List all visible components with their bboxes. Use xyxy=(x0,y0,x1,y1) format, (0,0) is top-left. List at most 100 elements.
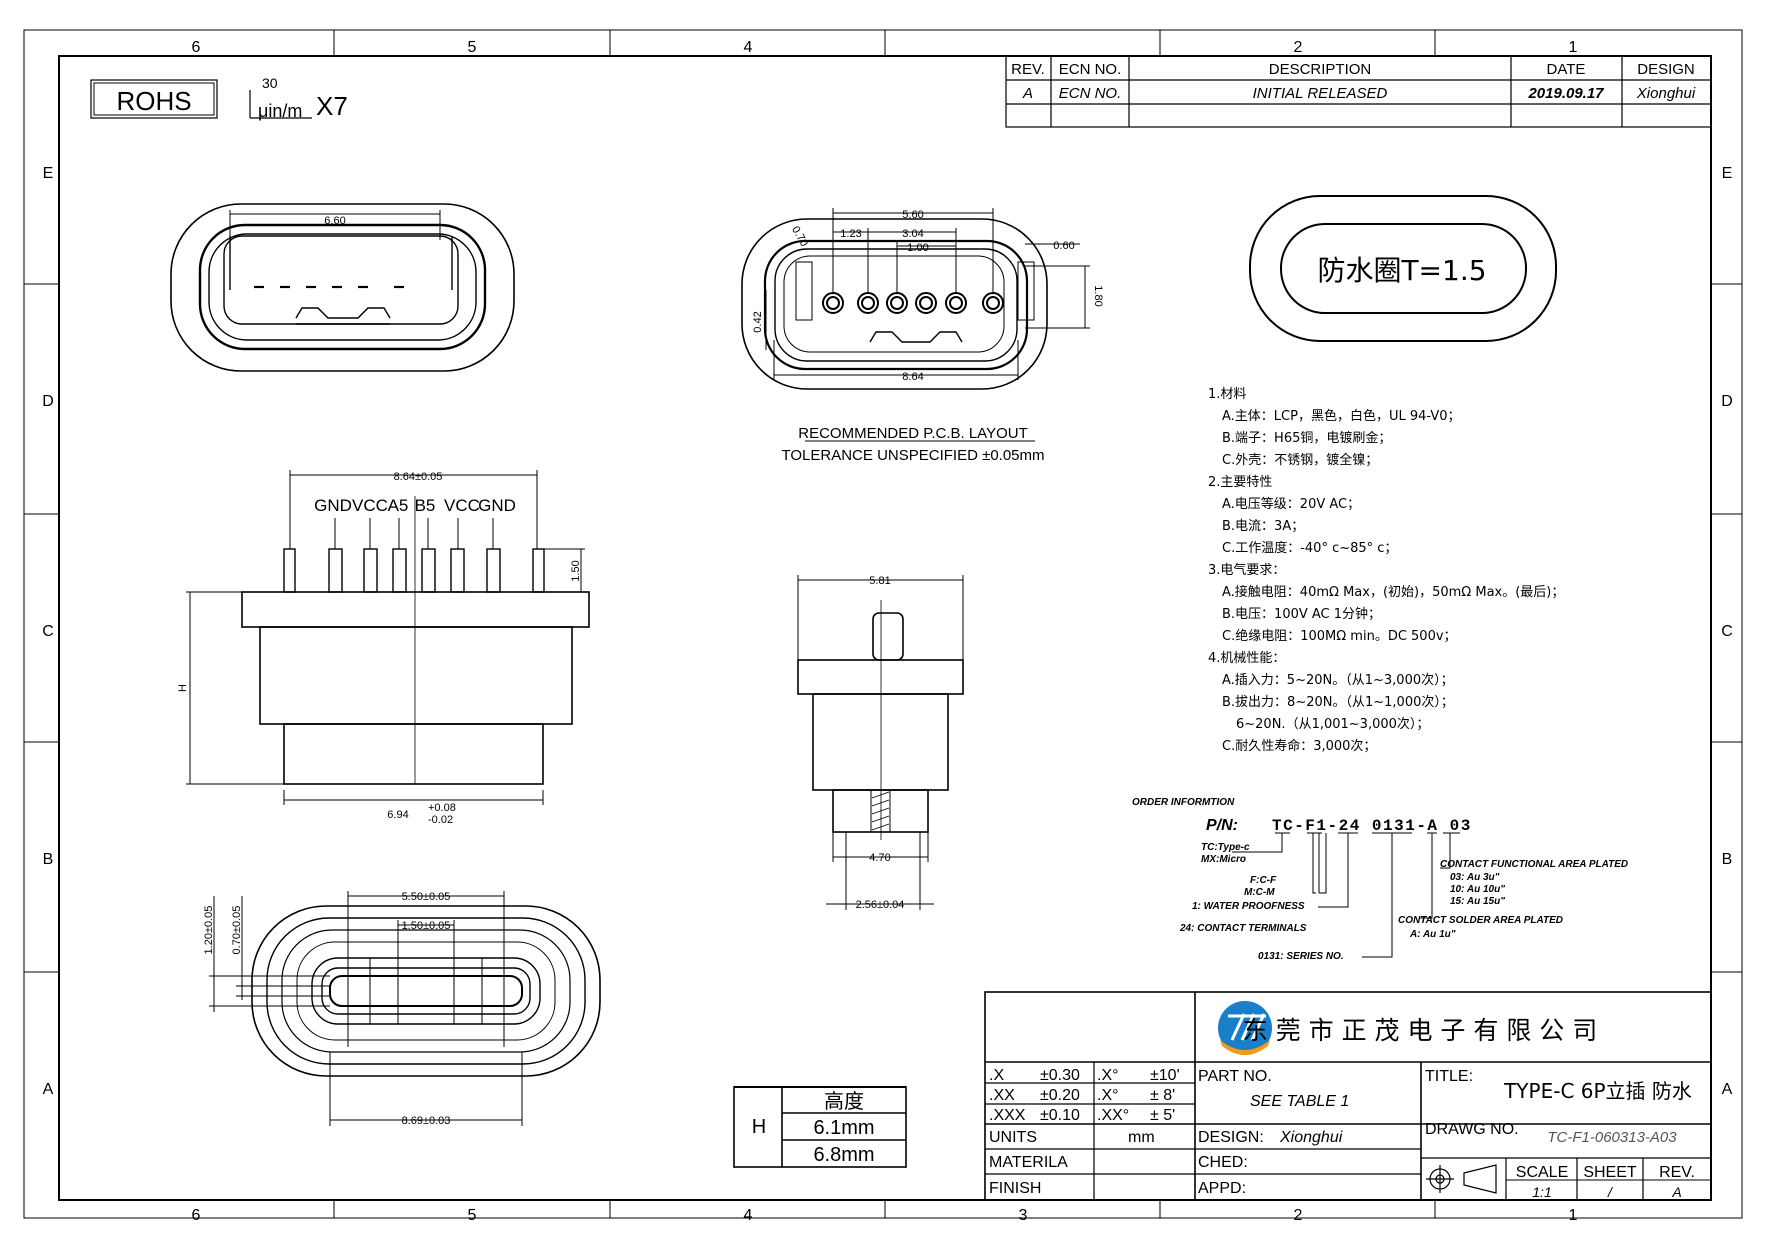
zone-col-2: 2 xyxy=(1294,39,1303,56)
zone-col-3-bottom: 3 xyxy=(1019,1207,1028,1224)
order-note: CONTACT FUNCTIONAL AREA PLATED xyxy=(1440,859,1628,870)
zone-col-4: 4 xyxy=(744,39,753,56)
part-no-value: SEE TABLE 1 xyxy=(1250,1093,1349,1110)
order-information: ORDER INFORMTION P/N: TC-F1-24 0131-A 03… xyxy=(1132,797,1628,962)
zone-col-2-bottom: 2 xyxy=(1294,1207,1303,1224)
zone-row-e: E xyxy=(43,165,54,182)
ched-label: CHED: xyxy=(1198,1154,1248,1171)
zone-row-e-right: E xyxy=(1722,165,1733,182)
zone-row-a: A xyxy=(43,1081,54,1098)
bottom-dim-left1: 1.20±0.05 xyxy=(203,906,215,955)
height-table xyxy=(733,1086,907,1168)
tol-xx3: .XXX xyxy=(989,1107,1026,1124)
front-dim-bottom: 6.94 xyxy=(387,809,408,821)
zone-col-6: 6 xyxy=(192,39,201,56)
sheet-value: / xyxy=(1607,1184,1614,1200)
rev-header-date: DATE xyxy=(1547,61,1586,78)
design-value: Xionghui xyxy=(1279,1129,1343,1146)
design-label: DESIGN: xyxy=(1198,1129,1264,1146)
company-logo xyxy=(1218,1001,1272,1055)
zone-col-5: 5 xyxy=(468,39,477,56)
zone-row-d-right: D xyxy=(1721,393,1733,410)
order-note: 24: CONTACT TERMINALS xyxy=(1179,923,1307,934)
tol-xx1: .X xyxy=(989,1067,1004,1084)
order-note: 10: Au 10u" xyxy=(1450,884,1505,895)
units-value: mm xyxy=(1128,1129,1155,1146)
gasket-label: 防水圈T=1.5 xyxy=(1317,254,1486,287)
title-label: TITLE: xyxy=(1425,1068,1473,1085)
spec-line: 1.材料 xyxy=(1208,387,1246,402)
drawg-label: DRAWG NO. xyxy=(1425,1121,1519,1138)
zone-col-4-bottom: 4 xyxy=(744,1207,753,1224)
height-table-h: H xyxy=(752,1116,766,1138)
bottom-dim-left2: 0.70±0.05 xyxy=(231,906,243,955)
rev-header-ecn: ECN NO. xyxy=(1059,61,1122,78)
rev-value-design: Xionghui xyxy=(1636,85,1696,102)
spec-line: B.拔出力：8~20N。（从1~1,000次）； xyxy=(1222,694,1454,710)
company-name: 东 莞 市 正 茂 电 子 有 限 公 司 xyxy=(1243,1016,1597,1045)
front-dim-h: H xyxy=(177,684,189,692)
rev-value: A xyxy=(1671,1184,1681,1200)
zone-ticks xyxy=(24,30,1742,1218)
sheet-label: SHEET xyxy=(1583,1164,1637,1181)
pcb-dim-d: 0.60 xyxy=(1053,240,1074,252)
bottom-dim-top: 5.50±0.05 xyxy=(402,891,451,903)
pcb-caption-line1: RECOMMENDED P.C.B. LAYOUT xyxy=(798,425,1027,442)
tol-ang3: .XX° xyxy=(1097,1107,1129,1124)
rohs-label: ROHS xyxy=(116,86,191,116)
front-pin-label-a5: A5 xyxy=(388,496,409,515)
pcb-dim-f: 0.42 xyxy=(752,311,764,332)
spec-line: A.插入力：5~20N。（从1~3,000次）； xyxy=(1222,672,1454,688)
drawing-title: TYPE-C 6P立插 防水 xyxy=(1503,1079,1692,1103)
spec-line: B.端子：H65铜，电镀刷金； xyxy=(1222,430,1391,446)
spec-line: 4.机械性能： xyxy=(1208,651,1285,666)
scale-label: SCALE xyxy=(1516,1164,1568,1181)
tol-ang1: .X° xyxy=(1097,1067,1119,1084)
rohs-box-inner xyxy=(93,82,215,116)
order-note: CONTACT SOLDER AREA PLATED xyxy=(1398,915,1563,926)
drawing-number: TC-F1-060313-A03 xyxy=(1547,1129,1677,1146)
front-dim-bottom-tol-up: +0.08 xyxy=(428,802,456,814)
spec-line: 3.电气要求： xyxy=(1208,562,1285,578)
plating-multiplier: X7 xyxy=(316,91,348,121)
rev-value-rev: A xyxy=(1022,85,1033,102)
zone-row-a-right: A xyxy=(1722,1081,1733,1098)
tol-xx2: .XX xyxy=(989,1087,1015,1104)
outer-frame xyxy=(23,29,1743,1219)
appd-label: APPD: xyxy=(1198,1180,1246,1197)
side-dim-top: 5.81 xyxy=(869,575,890,587)
spec-notes: 1.材料 A.主体：LCP，黑色，白色，UL 94-V0； B.端子：H65铜，… xyxy=(1208,387,1564,754)
pcb-layout-view: 5.60 1.23 3.04 1.00 0.60 0.70 0.42 1.80 … xyxy=(741,208,1104,390)
spec-line: C.外壳：不锈钢，镀全镍； xyxy=(1222,452,1378,468)
pcb-dim-bottom: 8.64 xyxy=(902,371,923,383)
side-dim-lower: 2.56±0.04 xyxy=(856,899,905,911)
front-pins-view: 8.64±0.05 GND VCC A5 B5 VCC GND 1.50 H 6… xyxy=(177,470,590,826)
spec-line: 2.主要特性 xyxy=(1208,475,1272,490)
tol-ang2: .X° xyxy=(1097,1087,1119,1104)
zone-col-1-bottom: 1 xyxy=(1569,1207,1578,1224)
spec-line: C.工作温度：-40° c~85° c； xyxy=(1222,540,1397,556)
rev-value-description: INITIAL RELEASED xyxy=(1253,85,1388,102)
gasket-view: 防水圈T=1.5 xyxy=(1249,195,1557,342)
revision-table xyxy=(1005,55,1712,128)
pcb-dim-g: 1.80 xyxy=(1092,285,1104,306)
scale-value: 1:1 xyxy=(1532,1184,1551,1200)
spec-line: A.接触电阻：40mΩ Max，(初始)，50mΩ Max。(最后)； xyxy=(1222,584,1564,600)
units-label: UNITS xyxy=(989,1129,1037,1146)
top-left-dim-width: 6.60 xyxy=(324,215,345,227)
pcb-dim-b: 3.04 xyxy=(902,228,923,240)
spec-line: A.主体：LCP，黑色，白色，UL 94-V0； xyxy=(1222,408,1460,424)
tol-ang1-val: ±10' xyxy=(1150,1067,1180,1084)
material-label: MATERILA xyxy=(989,1154,1068,1171)
bottom-dim-inner: 1.50±0.05 xyxy=(402,920,451,932)
front-pin-label-b5: B5 xyxy=(415,496,436,515)
pcb-dim-total: 5.60 xyxy=(902,209,923,221)
zone-col-5-bottom: 5 xyxy=(468,1207,477,1224)
pcb-dim-a: 1.23 xyxy=(840,228,861,240)
zone-col-1: 1 xyxy=(1569,39,1578,56)
front-pin-label-vcc1: VCC xyxy=(352,496,388,515)
height-table-row1: 6.1mm xyxy=(813,1117,874,1139)
front-dim-bottom-tol-dn: -0.02 xyxy=(428,814,453,826)
part-no-label: PART NO. xyxy=(1198,1068,1272,1085)
